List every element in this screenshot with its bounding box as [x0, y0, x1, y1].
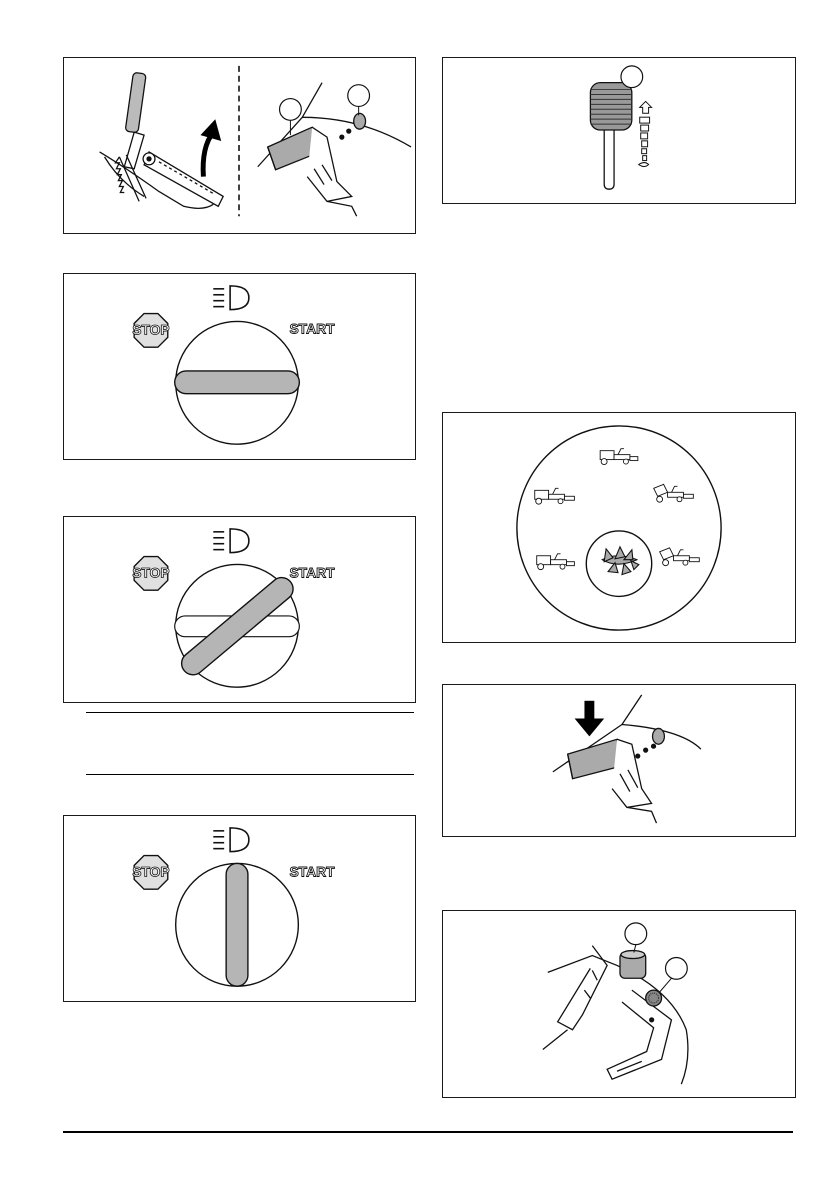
- figure-mode-dial: [442, 412, 796, 643]
- mode-selector-dial-illustration: [443, 413, 795, 642]
- figure-pedal-press: [442, 684, 796, 837]
- stop-sign-icon: STOP: [132, 557, 169, 591]
- down-arrow-icon: [575, 701, 605, 737]
- stop-sign-icon: STOP: [132, 314, 169, 348]
- figure-pedal-lock: [442, 910, 796, 1098]
- curved-arrow-icon: [200, 119, 221, 176]
- start-label: START: [289, 564, 335, 580]
- ignition-key-slot: [226, 863, 248, 986]
- throttle-lever-illustration: [443, 58, 795, 203]
- pedal-lock-illustration: [443, 911, 795, 1097]
- note-rule-bottom: [86, 774, 414, 775]
- figure-throttle: [442, 57, 796, 204]
- footer-rule: [63, 1131, 793, 1133]
- callout-circle-icon: [348, 85, 370, 107]
- callout-circle-icon: [621, 66, 643, 88]
- stop-sign-icon: STOP: [132, 856, 169, 890]
- figure-ignition-start: STOP START: [63, 815, 416, 1002]
- callout-circle-icon: [280, 99, 302, 121]
- stop-label: STOP: [132, 863, 169, 879]
- headlight-icon: [213, 828, 249, 852]
- figure-brake-lever: [63, 57, 416, 234]
- figure-ignition-off: STOP START: [63, 273, 416, 460]
- brake-lever-illustration: [64, 58, 415, 233]
- pedal-press-illustration: [443, 685, 795, 836]
- headlight-icon: [213, 286, 249, 310]
- start-label: START: [289, 863, 335, 879]
- note-rule-top: [86, 712, 414, 713]
- ignition-key-slot: [175, 371, 300, 394]
- figure-ignition-lights: STOP START: [63, 516, 416, 703]
- callout-circle-icon: [625, 923, 647, 945]
- callout-circle-icon: [666, 958, 688, 980]
- stop-label: STOP: [132, 564, 169, 580]
- start-label: START: [289, 320, 335, 336]
- stop-label: STOP: [132, 321, 169, 337]
- headlight-icon: [213, 529, 249, 553]
